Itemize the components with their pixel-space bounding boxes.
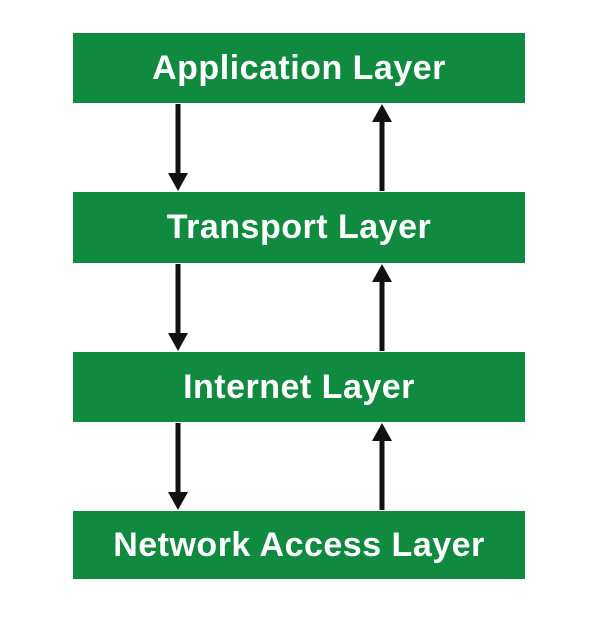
arrow-shaft	[379, 437, 385, 510]
layer-bar-application: Application Layer	[73, 33, 525, 103]
arrow-shaft	[379, 278, 385, 351]
layer-label-network-access: Network Access Layer	[113, 525, 485, 564]
layer-label-internet: Internet Layer	[183, 367, 415, 406]
down-arrow-transport-to-internet-icon	[166, 264, 190, 351]
arrow-shaft	[175, 264, 181, 337]
arrow-shaft	[379, 118, 385, 191]
arrow-head	[372, 423, 392, 441]
down-arrow-internet-to-network-access-icon	[166, 423, 190, 510]
layer-label-application: Application Layer	[152, 48, 446, 87]
up-arrow-transport-to-application-icon	[370, 104, 394, 191]
arrow-head	[168, 173, 188, 191]
layer-bar-internet: Internet Layer	[73, 352, 525, 422]
arrow-shaft	[175, 104, 181, 177]
arrow-head	[168, 333, 188, 351]
up-arrow-internet-to-transport-icon	[370, 264, 394, 351]
arrow-shaft	[175, 423, 181, 496]
up-arrow-network-access-to-internet-icon	[370, 423, 394, 510]
arrow-head	[372, 264, 392, 282]
down-arrow-application-to-transport-icon	[166, 104, 190, 191]
layer-bar-transport: Transport Layer	[73, 192, 525, 263]
arrow-head	[168, 492, 188, 510]
layer-label-transport: Transport Layer	[166, 208, 432, 246]
arrow-head	[372, 104, 392, 122]
layer-bar-network-access: Network Access Layer	[73, 511, 525, 579]
